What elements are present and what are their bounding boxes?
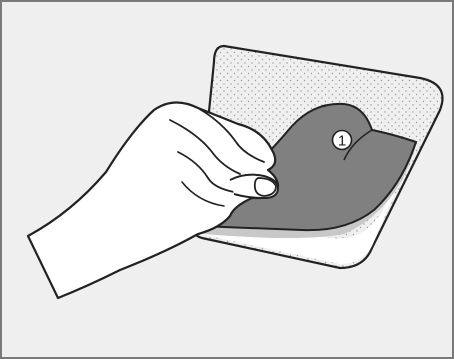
callout-number: 1 bbox=[338, 133, 346, 150]
hand-icon bbox=[28, 102, 278, 298]
hand-shape bbox=[28, 102, 278, 298]
